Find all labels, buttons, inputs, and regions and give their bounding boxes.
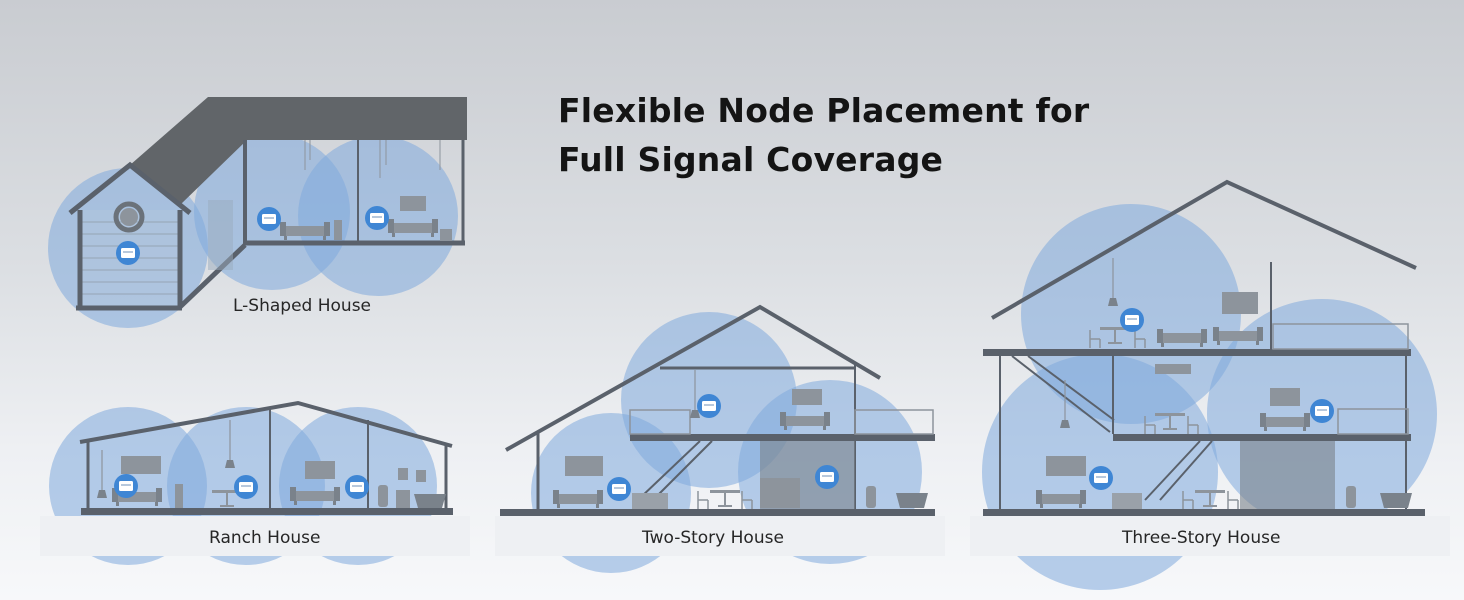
two-story-house [495,304,945,573]
caption-two-story-house: Two-Story House [642,528,784,548]
caption-three-story-house: Three-Story House [1122,528,1281,548]
headline-line-1: Flexible Node Placement for [558,91,1090,130]
mesh-node-icon [1089,466,1113,490]
mesh-node-icon [234,475,258,499]
ranch-house [40,400,470,565]
roof [130,97,467,205]
three-story-house [970,179,1450,590]
mesh-node-icon [697,394,721,418]
headline-line-2: Full Signal Coverage [558,140,944,179]
mesh-node-icon [1310,399,1334,423]
caption-ranch-house: Ranch House [209,528,321,548]
mesh-node-icon [114,474,138,498]
l-shaped-house [48,97,467,328]
mesh-node-icon [345,475,369,499]
mesh-node-icon [607,477,631,501]
headline: Flexible Node Placement for Full Signal … [558,86,1089,184]
mesh-node-icon [815,465,839,489]
mesh-node-icon [365,206,389,230]
mesh-node-icon [1120,308,1144,332]
mesh-node-icon [257,207,281,231]
mesh-node-icon [116,241,140,265]
caption-l-shaped-house: L-Shaped House [233,296,372,316]
